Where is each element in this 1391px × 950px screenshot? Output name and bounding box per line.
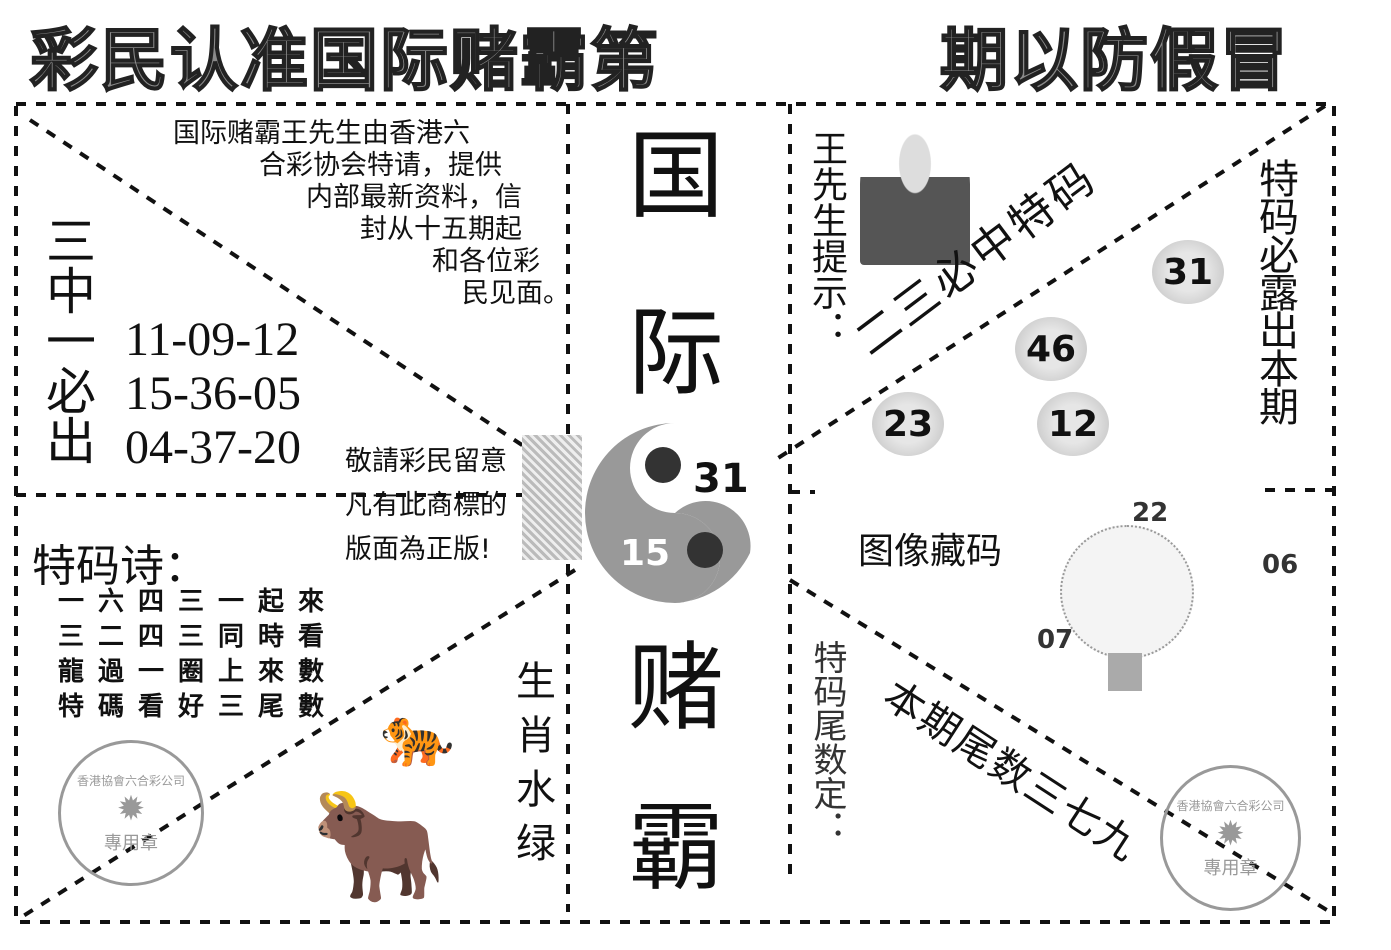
starburst-icon: ✹	[1216, 813, 1245, 854]
tree-number-07: 07	[1037, 625, 1074, 655]
header-title-left: 彩民认准国际赌霸第	[29, 22, 661, 101]
zodiac-label: 生肖水绿	[509, 660, 555, 876]
ball-31: 31	[1152, 240, 1224, 304]
side-label-san-zhong-yi: 三中一必出	[38, 215, 96, 465]
yinyang-number-15: 15	[620, 533, 671, 574]
poem-line: 三二四三同時看	[58, 622, 339, 652]
stamp-left: 香港協會六合彩公司 ✹ 專用章	[58, 740, 204, 886]
yinyang-number-31: 31	[693, 456, 749, 502]
center-char-guo: 国	[628, 120, 724, 232]
notice-text: 敬請彩民留意 凡有此商標的 版面為正版!	[345, 440, 507, 572]
tree-number-06: 06	[1262, 550, 1299, 580]
portrait-image	[860, 130, 970, 265]
side-text-te-ma: 特码必露出本期	[1252, 158, 1298, 424]
tree-image	[1050, 525, 1200, 695]
notice-line: 版面為正版!	[345, 534, 491, 565]
intro-line: 和各位彩	[432, 246, 540, 277]
intro-line: 内部最新资料，信	[306, 182, 522, 213]
stamp-sub: 專用章	[1203, 857, 1258, 879]
tiger-image: 🐅	[380, 701, 455, 771]
stamp-text: 香港協會六合彩公司	[76, 773, 185, 788]
poem-title: 特码诗：	[32, 541, 208, 592]
tail-label: 特码尾数定：	[807, 640, 847, 844]
trademark-image	[522, 435, 582, 560]
tree-number-22: 22	[1132, 498, 1169, 528]
stamp-right: 香港協會六合彩公司 ✹ 專用章	[1160, 765, 1301, 911]
header-title-right: 期以防假冒	[939, 22, 1291, 101]
intro-line: 合彩协会特请，提供	[259, 150, 502, 181]
image-label: 图像藏码	[858, 531, 1003, 572]
stamp-text: 香港協會六合彩公司	[1176, 798, 1285, 813]
intro-line: 封从十五期起	[360, 214, 522, 245]
stamp-sub: 專用章	[104, 832, 158, 854]
center-char-du: 赌	[628, 632, 724, 744]
ball-23: 23	[872, 392, 944, 456]
ball-46: 46	[1015, 317, 1087, 381]
intro-line: 国际赌霸王先生由香港六	[173, 118, 470, 149]
center-char-ji: 际	[628, 297, 724, 409]
center-char-ba: 霸	[628, 792, 724, 904]
hint-label: 王先生提示：	[806, 130, 847, 346]
notice-line: 敬請彩民留意	[345, 446, 507, 477]
number-rows: 11-09-12 15-36-05 04-37-20	[125, 313, 301, 475]
poem-line: 龍過一圈上來數	[58, 657, 339, 687]
ox-image: 🐂	[310, 781, 447, 909]
number-row: 15-36-05	[125, 367, 301, 420]
starburst-icon: ✹	[116, 788, 146, 829]
notice-line: 凡有此商標的	[345, 490, 507, 521]
intro-text: 国际赌霸王先生由香港六 合彩协会特请，提供 内部最新资料，信 封从十五期起 和各…	[80, 118, 570, 310]
intro-line: 民见面。	[462, 278, 570, 309]
poem-line: 特碼看好三尾數	[58, 692, 339, 722]
poem: 一六四三一起來 三二四三同時看 龍過一圈上來數 特碼看好三尾數	[58, 585, 338, 725]
ball-12: 12	[1037, 392, 1109, 456]
yin-yang-icon	[585, 423, 751, 603]
number-row: 04-37-20	[125, 421, 301, 474]
number-row: 11-09-12	[125, 313, 300, 366]
poem-line: 一六四三一起來	[58, 587, 339, 617]
